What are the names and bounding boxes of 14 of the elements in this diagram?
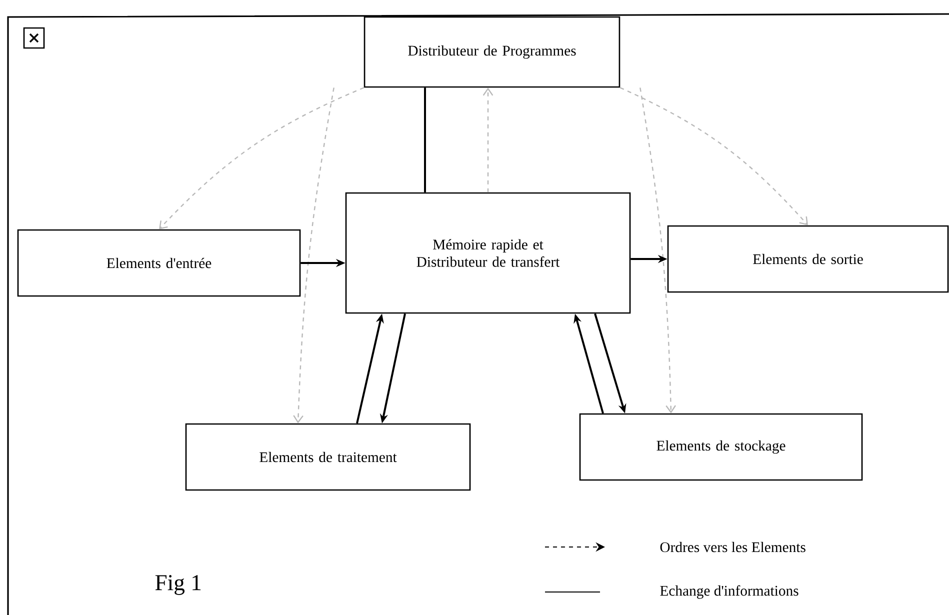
process-box: Distributeur de Programmes (364, 16, 620, 88)
legend-text: Echange d'informations (660, 585, 798, 599)
arrow (482, 88, 494, 192)
arrow (620, 87, 808, 226)
process-box: Mémoire rapide et Distributeur de transfert (345, 192, 631, 314)
process-box: Elements de stockage (579, 413, 863, 481)
figure-label: Fig 1 (155, 575, 201, 595)
legend-text: Ordres vers les Elements (660, 542, 806, 552)
process-box: Elements de traitement (185, 423, 471, 491)
arrow (293, 88, 334, 424)
process-box: Elements d'entrée (17, 229, 301, 297)
arrow (640, 88, 676, 414)
process-box: Elements de sortie (667, 225, 949, 293)
arrow (159, 87, 364, 230)
